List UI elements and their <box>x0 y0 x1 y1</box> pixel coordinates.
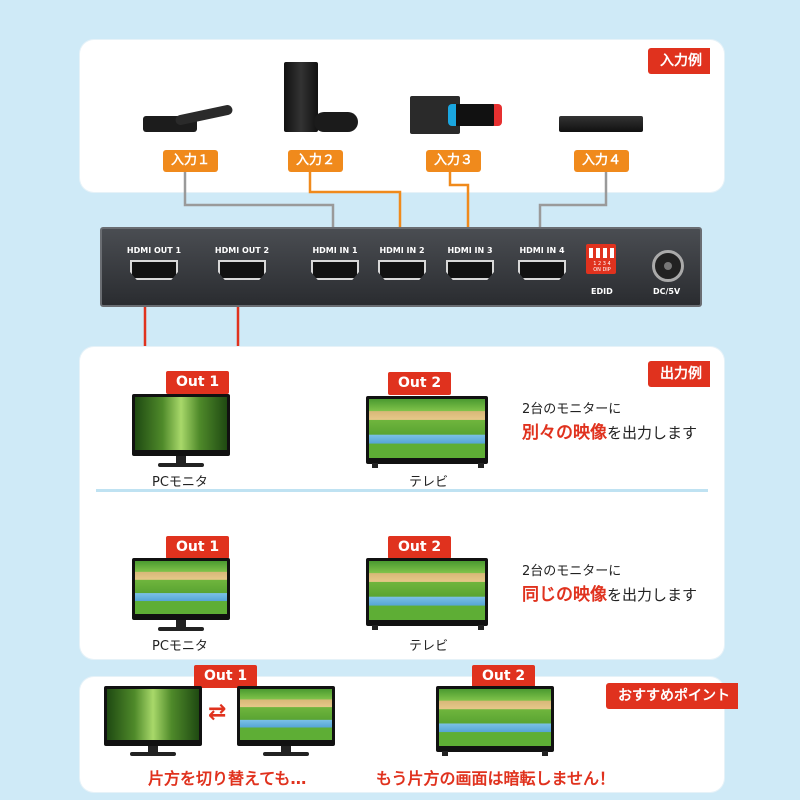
port-hdmi-in-3: HDMI IN 3 <box>433 246 507 280</box>
desc-b-line2: 同じの映像を出力します <box>522 585 698 605</box>
tv-leg-right <box>478 463 484 468</box>
game-console-icon <box>284 62 360 134</box>
dc-power-jack-icon <box>652 250 684 282</box>
monitor-base <box>158 627 204 631</box>
tv-leg-left <box>372 463 378 468</box>
tv-caption-b: テレビ <box>409 639 449 654</box>
pc-monitor-caption-a: PCモニタ <box>152 475 208 490</box>
hdmi-port-icon <box>311 260 359 280</box>
out1-label-a: Out 1 <box>166 371 230 394</box>
pc-monitor-a <box>132 394 230 456</box>
monitor-base <box>158 463 204 467</box>
desc-a-line1: 2台のモニターに <box>522 402 622 417</box>
section-divider <box>96 489 708 492</box>
tv-leg-right <box>478 625 484 630</box>
out2-label-b: Out 2 <box>388 536 452 559</box>
pc-monitor-caption-b: PCモニタ <box>152 639 208 654</box>
bluray-player-icon <box>559 116 643 132</box>
dc-label: DC/5V <box>653 287 681 296</box>
monitor-stand <box>281 746 291 753</box>
game-screen <box>135 561 227 614</box>
monitor-base <box>263 752 309 756</box>
input-label-1: 入力１ <box>163 150 219 172</box>
desc-a-line2: 別々の映像を出力します <box>522 423 698 443</box>
hdmi-port-icon <box>378 260 426 280</box>
portable-console-icon <box>410 94 502 136</box>
input-example-tag: 入力例 <box>648 48 710 74</box>
input-label-3: 入力３ <box>426 150 482 172</box>
caption-switch-left: 片方を切り替えても… <box>148 769 307 788</box>
monitor-stand <box>176 620 186 628</box>
hdmi-port-icon <box>130 260 178 280</box>
monitor-stand <box>148 746 158 753</box>
out1-label-b: Out 1 <box>166 536 230 559</box>
desc-b-line1: 2台のモニターに <box>522 564 622 579</box>
port-hdmi-out-2: HDMI OUT 2 <box>205 246 279 280</box>
tv-caption-a: テレビ <box>409 475 449 490</box>
game-screen <box>240 689 332 740</box>
out1-label-c: Out 1 <box>194 665 258 688</box>
game-screen <box>369 561 485 620</box>
tv-leg-left <box>442 751 448 756</box>
switch-arrows-icon: ⇄ <box>208 700 227 725</box>
caption-no-blackout: もう片方の画面は暗転しません！ <box>376 769 616 788</box>
port-hdmi-in-4: HDMI IN 4 <box>505 246 579 280</box>
recommend-point-tag: おすすめポイント <box>606 683 738 709</box>
pc-monitor-b <box>132 558 230 620</box>
tv-b <box>366 558 488 626</box>
game-screen <box>439 689 551 746</box>
out2-label-a: Out 2 <box>388 372 452 395</box>
tv-leg-right <box>542 751 548 756</box>
port-hdmi-in-1: HDMI IN 1 <box>298 246 372 280</box>
hdmi-port-icon <box>218 260 266 280</box>
forest-screen <box>107 689 199 740</box>
output-example-tag: 出力例 <box>648 361 710 387</box>
input-label-2: 入力２ <box>288 150 344 172</box>
port-hdmi-out-1: HDMI OUT 1 <box>117 246 191 280</box>
monitor-base <box>130 752 176 756</box>
fire-tv-stick-icon <box>143 104 234 134</box>
hdmi-port-icon <box>518 260 566 280</box>
pc-monitor-c2 <box>237 686 335 746</box>
monitor-stand <box>176 456 186 464</box>
tv-a <box>366 396 488 464</box>
input-label-4: 入力４ <box>574 150 630 172</box>
tv-leg-left <box>372 625 378 630</box>
port-hdmi-in-2: HDMI IN 2 <box>365 246 439 280</box>
pc-monitor-c1 <box>104 686 202 746</box>
game-screen <box>369 399 485 458</box>
forest-screen <box>135 397 227 450</box>
out2-label-c: Out 2 <box>472 665 536 688</box>
hdmi-port-icon <box>446 260 494 280</box>
tv-c <box>436 686 554 752</box>
edid-label: EDID <box>591 287 613 296</box>
